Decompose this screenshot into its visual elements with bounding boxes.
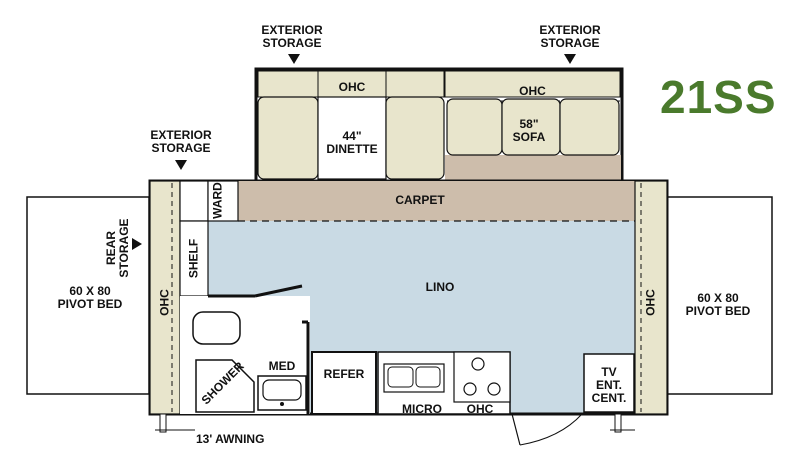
model-name: 21SS xyxy=(660,71,777,123)
dinette-seat-left xyxy=(257,96,319,180)
label-micro: MICRO xyxy=(402,402,442,416)
label-exterior-storage-left: EXTERIOR STORAGE xyxy=(261,23,323,50)
slide-panel-mid xyxy=(385,70,445,98)
label-pivot-bed-front: 60 X 80 PIVOT BED xyxy=(685,291,751,318)
arrow-right-icon xyxy=(132,238,142,250)
label-ohc-rear: OHC xyxy=(157,289,172,316)
awning-bracket-left xyxy=(159,413,167,433)
slide-panel-left xyxy=(257,70,319,98)
refrigerator xyxy=(311,351,377,415)
label-carpet: CARPET xyxy=(395,193,445,207)
arrow-down-icon xyxy=(564,54,576,64)
shower-stall xyxy=(195,359,255,413)
toilet xyxy=(192,311,241,345)
rear-pivot-bed-outline xyxy=(26,196,150,395)
arrow-down-icon xyxy=(288,54,300,64)
front-ohc-panel xyxy=(634,180,668,415)
tv-entertainment-center xyxy=(583,353,635,413)
label-rear-storage: REAR STORAGE xyxy=(104,218,131,278)
wardrobe-door xyxy=(207,180,239,222)
wardrobe xyxy=(179,180,209,222)
slide-panel-sofa-ohc xyxy=(444,70,621,98)
carpet-area xyxy=(238,181,635,221)
dinette-seat-right xyxy=(385,96,445,180)
dinette-table xyxy=(317,96,387,180)
shelf xyxy=(179,220,209,297)
label-med: MED xyxy=(268,359,296,373)
arrow-down-icon xyxy=(175,160,187,170)
label-refer: REFER xyxy=(323,367,365,381)
label-awning: 13' AWNING xyxy=(196,432,265,446)
label-exterior-storage-rear: EXTERIOR STORAGE xyxy=(150,128,212,155)
label-tv-ent-cent: TV ENT. CENT. xyxy=(591,365,627,405)
awning-bracket-right xyxy=(614,413,622,433)
label-lino: LINO xyxy=(425,280,455,294)
front-pivot-bed-outline xyxy=(666,196,773,395)
label-ohc-dinette: OHC xyxy=(338,80,366,94)
sofa-carpet-area xyxy=(445,155,621,181)
label-wardrobe: WARD xyxy=(210,182,225,219)
sofa-cushion-3 xyxy=(559,98,620,156)
label-sofa: 58" SOFA xyxy=(512,117,546,144)
label-ohc-kitchen: OHC xyxy=(466,402,494,416)
label-ohc-sofa: OHC xyxy=(519,84,546,98)
rear-ohc-panel xyxy=(149,180,181,415)
label-ohc-front: OHC xyxy=(643,289,658,316)
label-shelf: SHELF xyxy=(186,238,201,279)
label-pivot-bed-rear: 60 X 80 PIVOT BED xyxy=(57,284,123,311)
label-dinette: 44" DINETTE xyxy=(326,129,378,156)
label-exterior-storage-right: EXTERIOR STORAGE xyxy=(539,23,601,50)
